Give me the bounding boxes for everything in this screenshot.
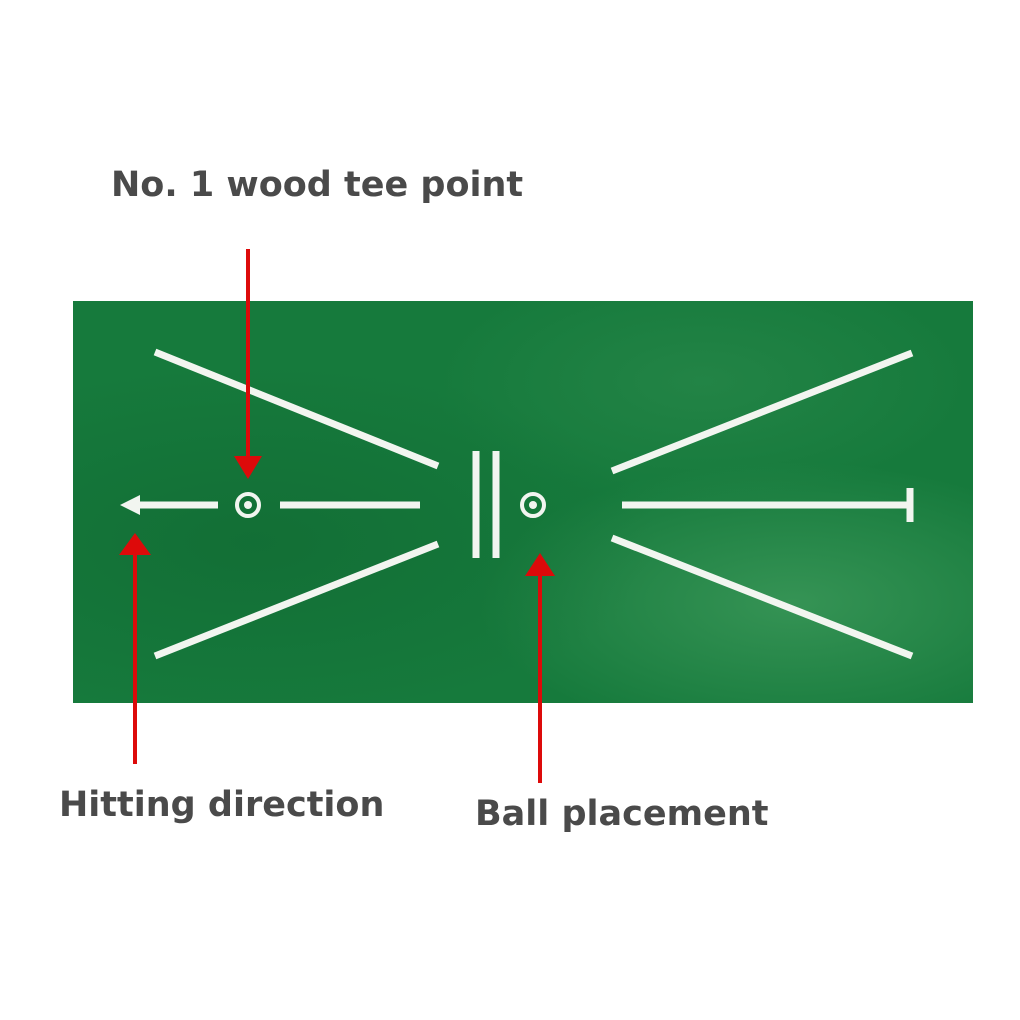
left-upper-guide-line — [153, 348, 440, 470]
hitting-pointer-head-icon — [119, 533, 151, 555]
ball-placement-pointer-arrow — [525, 553, 555, 783]
tee-point-label: No. 1 wood tee point — [111, 165, 524, 205]
right-lower-guide-line — [610, 534, 914, 660]
ball-placement-label: Ball placement — [475, 794, 769, 834]
tee-point-pointer-arrow — [234, 249, 262, 479]
hitting-direction-label: Hitting direction — [59, 785, 385, 825]
mat-markings — [135, 348, 914, 660]
right-upper-guide-line — [610, 349, 914, 475]
ball-placement-target-icon — [520, 492, 546, 518]
direction-arrow-head-icon — [120, 495, 140, 515]
tee-pointer-head-icon — [234, 456, 262, 479]
ball-pointer-head-icon — [525, 553, 555, 576]
hitting-direction-pointer-arrow — [119, 533, 151, 764]
tee-point-target-icon — [235, 492, 261, 518]
left-lower-guide-line — [153, 540, 440, 660]
